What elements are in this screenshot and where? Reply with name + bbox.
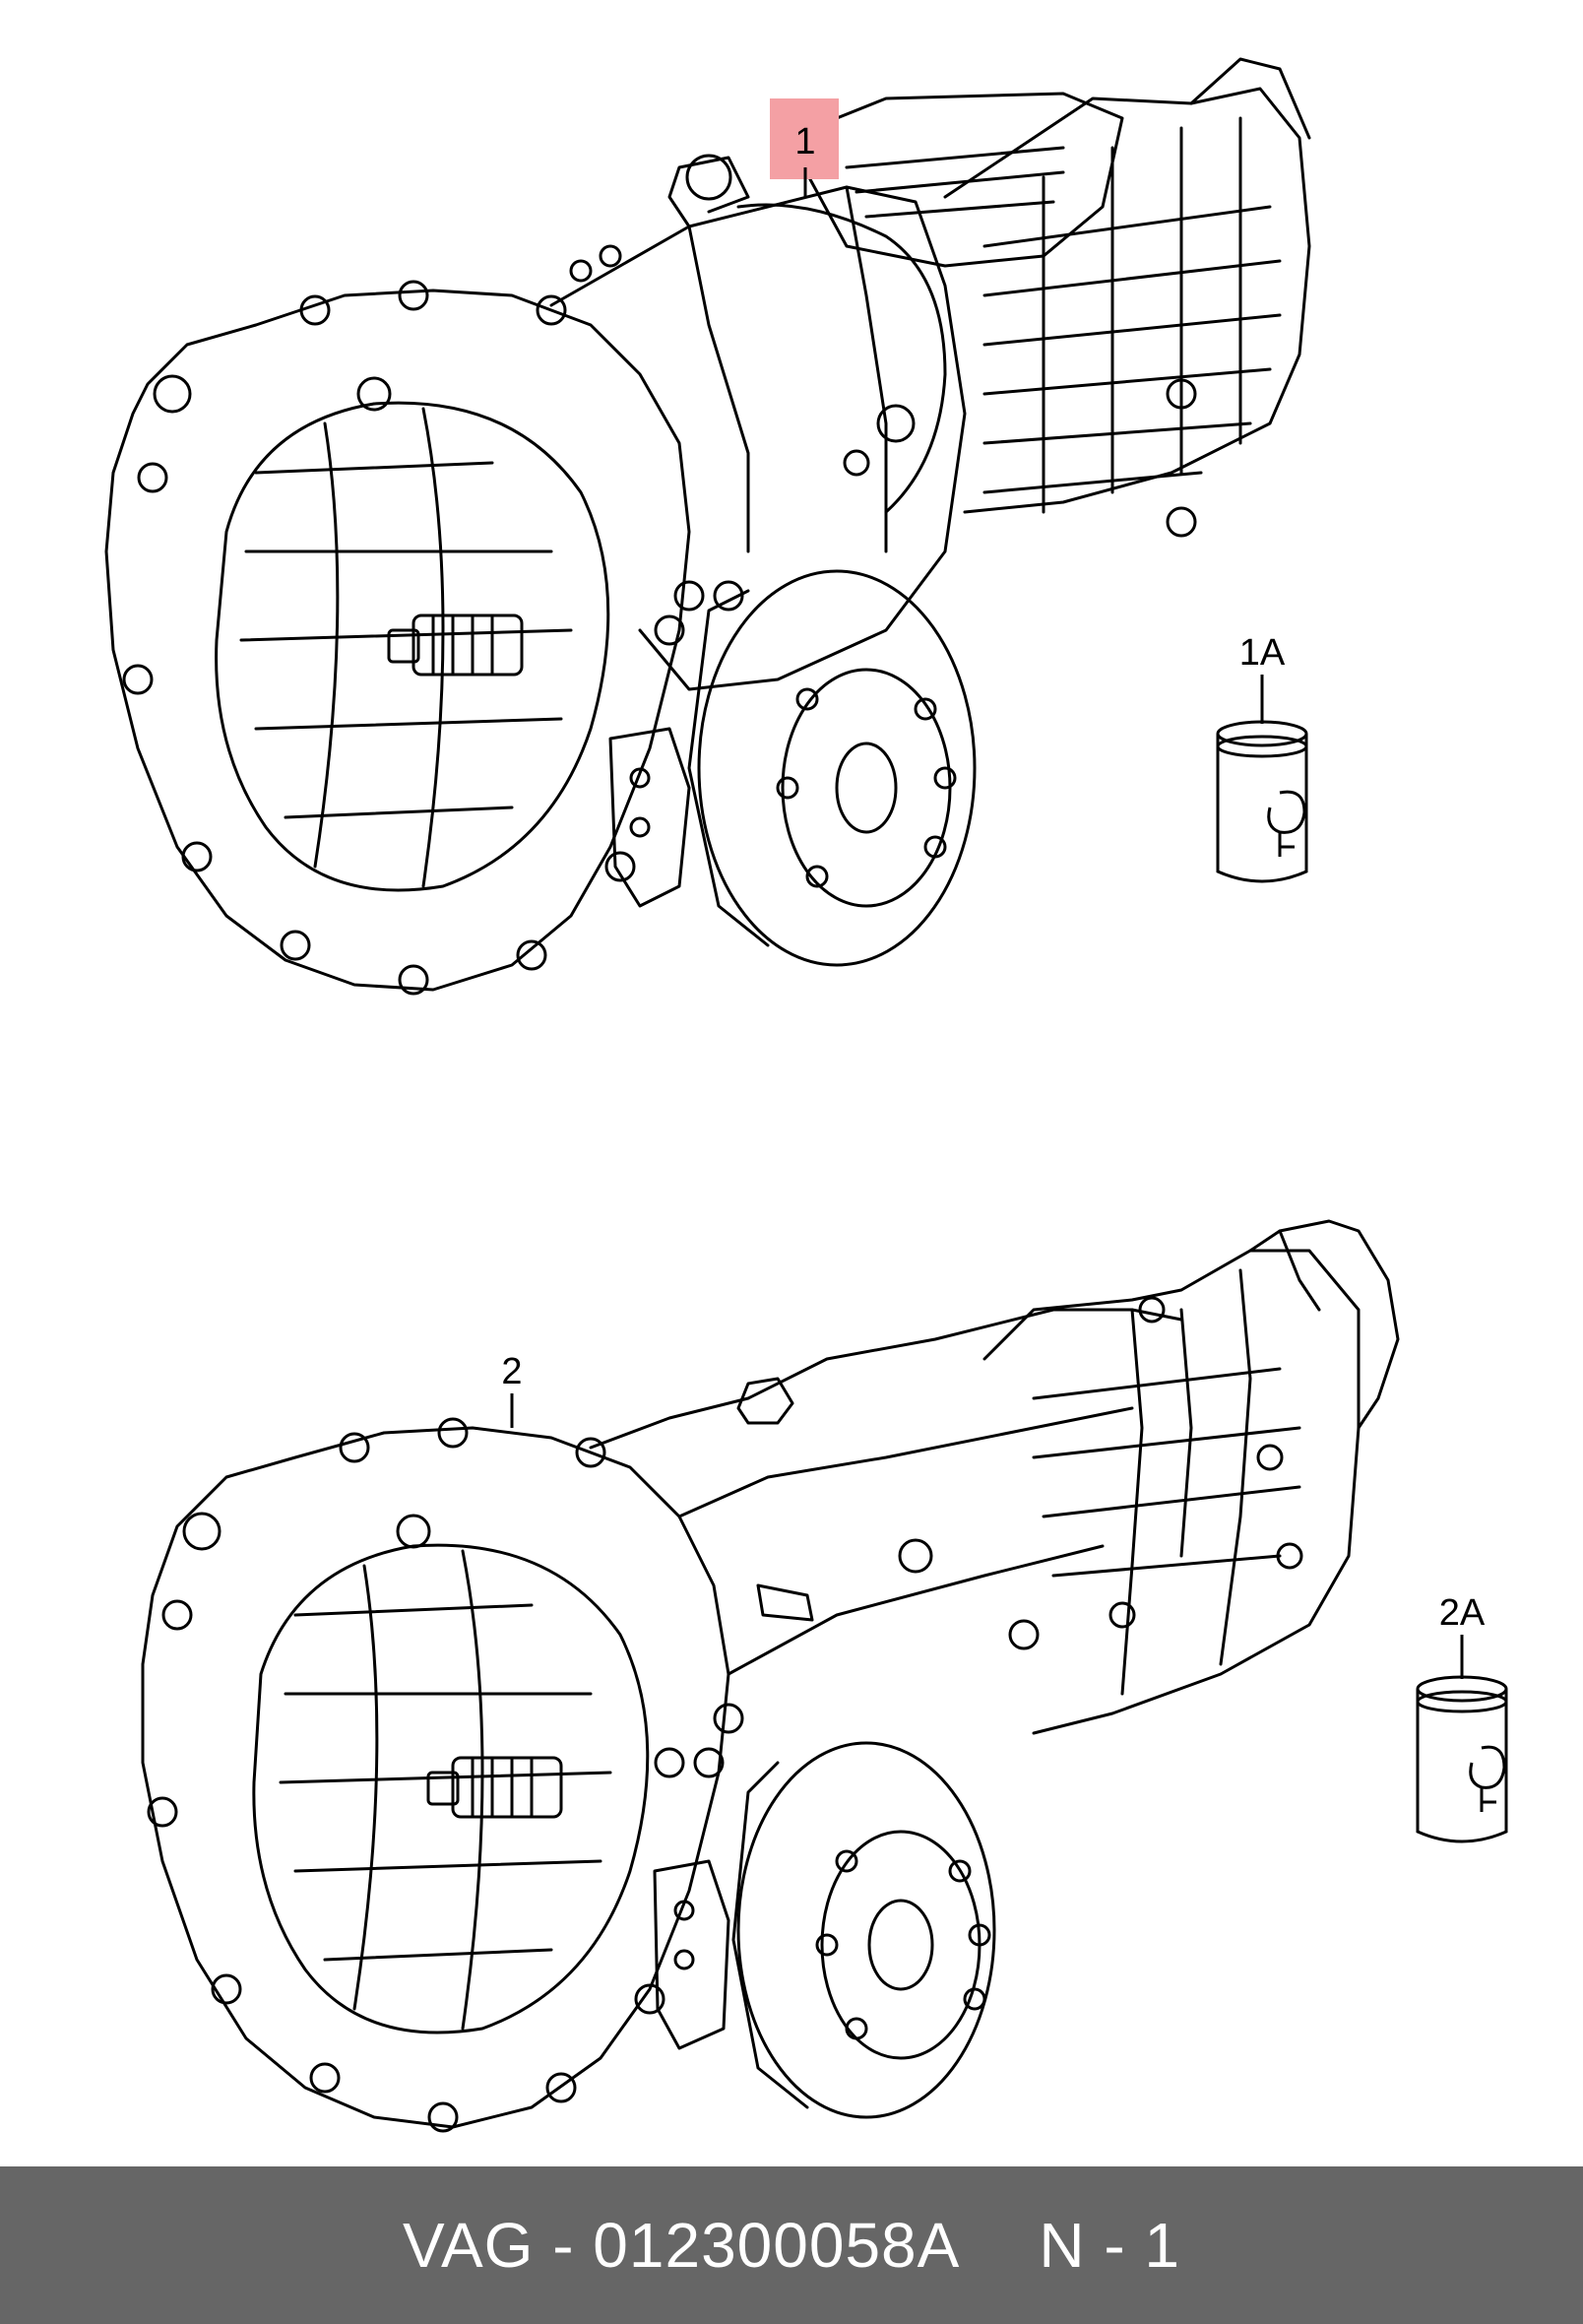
transmission-top-drawing (104, 57, 1311, 996)
callout-part-1a[interactable]: 1A (1239, 632, 1286, 674)
part-1-highlight (770, 98, 839, 179)
callout-part-2[interactable]: 2 (501, 1351, 522, 1392)
footer-bar: VAG - 012300058A N - 1 (0, 2166, 1583, 2324)
oil-can-1a-icon (1216, 675, 1308, 883)
footer-position: N - 1 (1039, 2210, 1180, 2281)
parts-diagram: 1 1A 2 2A (104, 57, 1508, 2133)
oil-can-2a-icon (1416, 1635, 1508, 1843)
transmission-bottom-drawing (141, 1219, 1400, 2133)
callout-part-2a[interactable]: 2A (1439, 1592, 1486, 1634)
footer-part-number: VAG - 012300058A (403, 2210, 961, 2281)
callout-part-1[interactable]: 1 (794, 121, 815, 162)
